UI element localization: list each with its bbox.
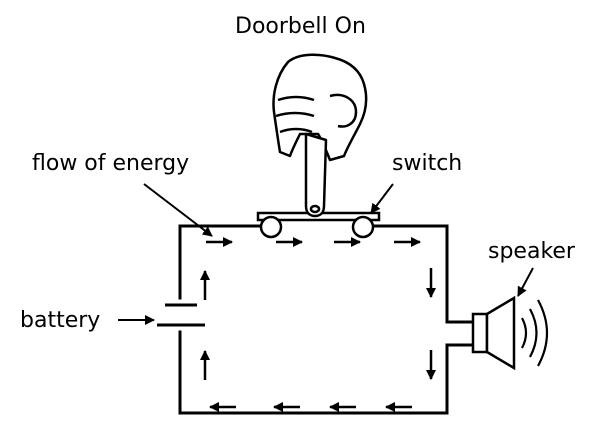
wire-right: [373, 224, 449, 324]
battery-symbol: [157, 303, 205, 327]
speaker-pointer: [517, 267, 534, 297]
wire-bottom: [178, 343, 449, 415]
label-battery: battery: [20, 308, 100, 333]
flow-of-energy-pointer: [143, 183, 213, 237]
circuit-wire: [178, 224, 475, 415]
label-speaker: speaker: [488, 239, 576, 264]
switch-pointer: [370, 183, 394, 214]
label-flow-of-energy: flow of energy: [32, 151, 189, 176]
wire-top-left: [178, 224, 264, 300]
speaker-icon: [471, 295, 548, 371]
hand-pressing-icon: [272, 53, 368, 218]
energy-flow-arrows: [200, 237, 436, 412]
label-switch: switch: [392, 151, 462, 176]
diagram-title: Doorbell On: [235, 14, 366, 39]
label-pointers: [118, 183, 534, 325]
switch-contact-left: [259, 215, 283, 239]
switch-contact-right: [351, 215, 375, 239]
